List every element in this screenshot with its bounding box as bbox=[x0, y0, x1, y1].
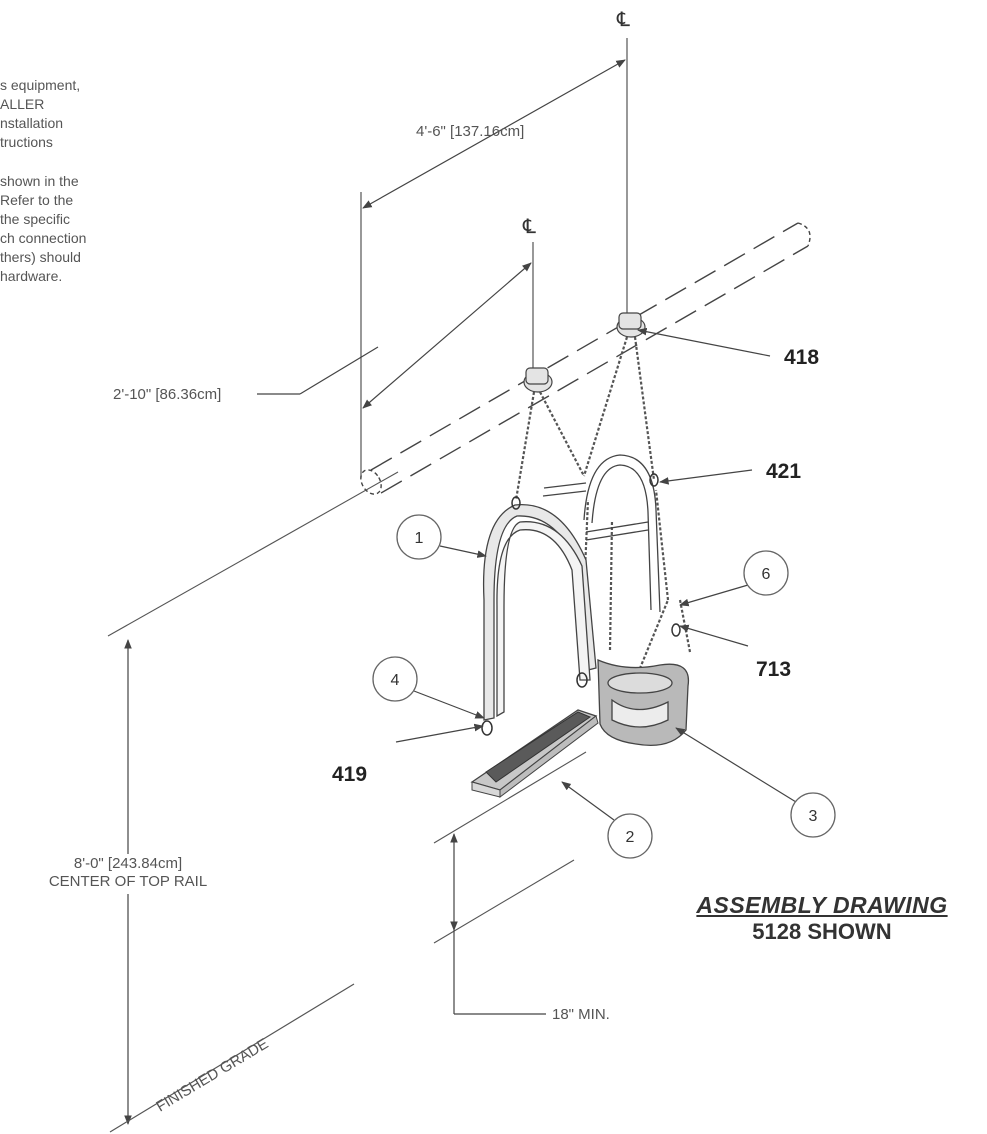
back-hoop bbox=[542, 454, 661, 613]
finished-grade-line bbox=[109, 983, 355, 1133]
installation-note-1: s equipment, ALLER nstallation tructions bbox=[0, 76, 80, 152]
callout-number: 4 bbox=[391, 672, 400, 689]
drawing-subtitle: 5128 SHOWN bbox=[752, 919, 892, 944]
rail-clamp-418 bbox=[523, 312, 646, 393]
clearance-line-top bbox=[433, 751, 587, 844]
callout-3: 3 bbox=[675, 727, 836, 838]
centerline-symbol-outer: ℄ bbox=[616, 7, 630, 31]
note-line: tructions bbox=[0, 134, 53, 150]
tot-seat bbox=[597, 659, 690, 747]
clearance-line-bottom bbox=[433, 859, 575, 944]
note-line: Refer to the bbox=[0, 192, 74, 208]
part-label-418: 418 bbox=[784, 346, 819, 369]
top-rail bbox=[360, 222, 811, 495]
part-label-421: 421 bbox=[766, 460, 801, 483]
leader-421 bbox=[659, 469, 753, 485]
note-line: thers) should bbox=[0, 249, 81, 265]
leader-419 bbox=[395, 723, 484, 743]
height-dimension-value: 8'-0" [243.84cm] bbox=[74, 855, 182, 872]
dimension-line-outer bbox=[362, 59, 626, 209]
callout-number: 2 bbox=[626, 829, 635, 846]
centerline-symbol-inner: ℄ bbox=[522, 214, 536, 238]
top-rail-extension bbox=[107, 471, 399, 637]
note-line: the specific bbox=[0, 211, 71, 227]
height-label-mask bbox=[40, 854, 270, 894]
drawing-title-block: ASSEMBLY DRAWING 5128 SHOWN bbox=[662, 892, 982, 945]
callout-number: 3 bbox=[809, 808, 818, 825]
leader-418 bbox=[637, 327, 771, 357]
dimension-line-inner bbox=[362, 262, 532, 409]
callout-6: 6 bbox=[679, 550, 789, 607]
callout-4: 4 bbox=[372, 656, 485, 719]
part-label-419: 419 bbox=[332, 763, 367, 786]
callout-1: 1 bbox=[396, 514, 487, 560]
belt-seat bbox=[470, 709, 599, 799]
swing-belt-straps bbox=[482, 503, 597, 721]
note-line: s equipment, bbox=[0, 77, 81, 93]
drawing-title: ASSEMBLY DRAWING bbox=[696, 892, 948, 918]
dimension-inner-leader-2 bbox=[299, 346, 379, 395]
note-line: hardware. bbox=[0, 268, 63, 284]
note-line: ALLER bbox=[0, 96, 45, 112]
note-line: shown in the bbox=[0, 173, 79, 189]
callout-number: 6 bbox=[762, 566, 771, 583]
callout-number: 1 bbox=[415, 530, 424, 547]
dimension-inner-label: 2'-10" [86.36cm] bbox=[113, 386, 221, 403]
note-line: nstallation bbox=[0, 115, 64, 131]
installation-note-2: shown in the Refer to the the specific c… bbox=[0, 172, 86, 286]
part-label-713: 713 bbox=[756, 658, 791, 681]
height-dimension-note: CENTER OF TOP RAIL bbox=[49, 873, 207, 890]
leader-713 bbox=[679, 624, 749, 647]
finished-grade-label: FINISHED GRADE bbox=[153, 1035, 271, 1115]
note-line: ch connection bbox=[0, 230, 87, 246]
callout-2: 2 bbox=[561, 781, 653, 859]
clearance-label: 18" MIN. bbox=[552, 1006, 610, 1023]
dimension-outer-label: 4'-6" [137.16cm] bbox=[416, 123, 524, 140]
